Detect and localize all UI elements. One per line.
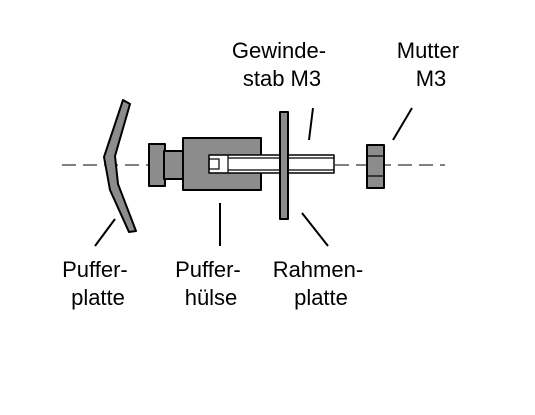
rahmenplatte-label-line1: Rahmen- xyxy=(273,257,363,282)
gewindestab-label-line2: stab M3 xyxy=(243,66,321,91)
gewindestab-label: Gewinde- stab M3 xyxy=(232,38,332,91)
mutter-part xyxy=(366,144,385,189)
pufferhuelse-neck xyxy=(163,150,185,180)
pufferplatte-leader xyxy=(94,218,116,247)
gewindestab-inner-end xyxy=(208,158,220,170)
rahmenplatte-leader xyxy=(301,212,329,247)
pufferhuelse-label: Puffer- hülse xyxy=(175,257,247,310)
gewindestab-leader xyxy=(308,107,314,141)
mutter-label-line2: M3 xyxy=(416,66,447,91)
pufferplatte-part xyxy=(103,99,137,233)
mutter-leader xyxy=(392,107,413,141)
rahmenplatte-part xyxy=(279,111,289,220)
gewindestab-label-line1: Gewinde- xyxy=(232,38,326,63)
mutter-label: Mutter M3 xyxy=(397,38,465,91)
pufferplatte-label-line2: platte xyxy=(71,285,125,310)
pufferplatte-label: Puffer- platte xyxy=(62,257,134,310)
pufferhuelse-flange xyxy=(148,143,166,187)
pufferhuelse-label-line1: Puffer- xyxy=(175,257,241,282)
rahmenplatte-label: Rahmen- platte xyxy=(273,257,370,310)
pufferplatte-label-line1: Puffer- xyxy=(62,257,128,282)
pufferhuelse-label-line2: hülse xyxy=(185,285,238,310)
rahmenplatte-label-line2: platte xyxy=(294,285,348,310)
mutter-label-line1: Mutter xyxy=(397,38,459,63)
